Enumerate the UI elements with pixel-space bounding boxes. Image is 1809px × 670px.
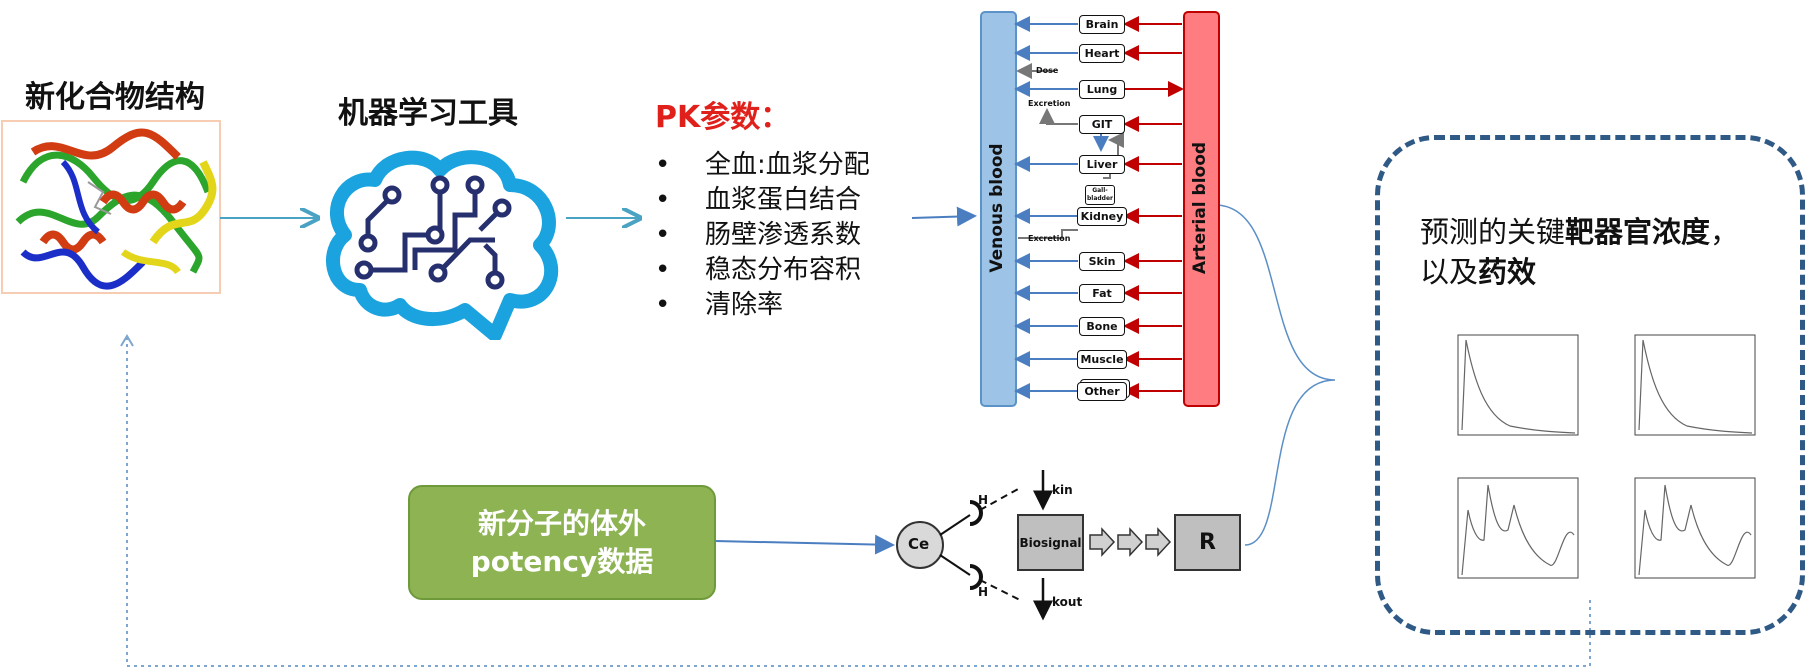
- organ-kidney: Kidney: [1077, 207, 1127, 226]
- protein-structure-image: [1, 120, 221, 294]
- pk-item: 全血:血浆分配: [655, 148, 870, 183]
- in-vitro-line2: potency数据: [470, 544, 654, 578]
- result-line-2: 以及药效: [1420, 252, 1536, 292]
- gallbladder-box: Gall-bladder: [1085, 185, 1115, 205]
- result-line-1: 预测的关键靶器官浓度，: [1420, 212, 1739, 252]
- result-line1-bold: 靶器官浓度: [1565, 215, 1711, 249]
- excretion-label-kidney: Excretion: [1028, 234, 1071, 243]
- h-label-top: H: [978, 493, 989, 507]
- structure-title: 新化合物结构: [25, 80, 205, 115]
- pk-item: 稳态分布容积: [655, 253, 870, 288]
- organ-git: GIT: [1079, 115, 1125, 134]
- venous-blood-label: Venous blood: [987, 143, 1007, 273]
- biosignal-label: Biosignal: [1019, 536, 1082, 550]
- merge-brace: [1214, 204, 1336, 546]
- response-label: R: [1199, 530, 1216, 555]
- brain-circuit-icon: [326, 150, 559, 340]
- excretion-label-git: Excretion: [1028, 99, 1071, 108]
- arrow-pk-to-pbpk: [911, 206, 977, 227]
- pk-item: 血浆蛋白结合: [655, 183, 870, 218]
- organ-fat: Fat: [1079, 284, 1125, 303]
- pk-parameter-list: 全血:血浆分配 血浆蛋白结合 肠壁渗透系数 稳态分布容积 清除率: [655, 148, 870, 323]
- plot-frame-2: [1634, 334, 1756, 436]
- plot-curve-2: [1638, 339, 1753, 434]
- ce-label: Ce: [908, 535, 930, 553]
- biosignal-box: [1017, 514, 1084, 571]
- ce-node: [896, 521, 944, 569]
- in-vitro-line1: 新分子的体外: [477, 506, 646, 540]
- organ-other: Other: [1077, 382, 1127, 401]
- pbpk-flow-arrows: [1014, 16, 1184, 399]
- organ-brain: Brain: [1079, 15, 1125, 34]
- organ-lung: Lung: [1079, 80, 1125, 99]
- pk-title: PK参数：: [655, 100, 791, 135]
- dose-label: Dose: [1036, 66, 1059, 75]
- organ-skin: Skin: [1079, 252, 1125, 271]
- organ-muscle: Muscle: [1077, 350, 1127, 369]
- h-label-bottom: H: [978, 585, 989, 599]
- arterial-blood-label: Arterial blood: [1190, 141, 1210, 275]
- response-box: [1174, 514, 1241, 571]
- ml-tool-title: 机器学习工具: [338, 96, 518, 131]
- pd-model-graphic: [896, 470, 1241, 621]
- result-line1-normal: 预测的关键: [1420, 215, 1566, 249]
- prediction-plots: [1457, 334, 1756, 579]
- result-line2-bold: 药效: [1478, 255, 1537, 289]
- kout-label: kout: [1052, 595, 1083, 609]
- in-vitro-potency-box: 新分子的体外 potency数据: [408, 485, 716, 600]
- organ-heart: Heart: [1079, 44, 1125, 63]
- organ-bone: Bone: [1079, 317, 1125, 336]
- plot-frame-3: [1457, 477, 1579, 579]
- kin-label: kin: [1052, 483, 1073, 497]
- pk-item: 肠壁渗透系数: [655, 218, 870, 253]
- pk-item: 清除率: [655, 288, 870, 323]
- plot-curve-1: [1461, 339, 1576, 434]
- plot-curve-4: [1638, 484, 1752, 576]
- plot-curve-3: [1461, 484, 1575, 576]
- arrow-invitro-to-ce: [714, 534, 895, 555]
- protein-ribbon-graphic: [15, 128, 217, 290]
- result-line2-normal: 以及: [1420, 255, 1479, 289]
- prediction-panel: [1375, 135, 1805, 635]
- organ-liver: Liver: [1079, 155, 1125, 174]
- result-line1-tail: ，: [1710, 215, 1740, 249]
- feedback-dotted-line: [126, 338, 1591, 667]
- arterial-blood-column: [1183, 11, 1220, 407]
- plot-frame-4: [1634, 477, 1756, 579]
- plot-frame-1: [1457, 334, 1579, 436]
